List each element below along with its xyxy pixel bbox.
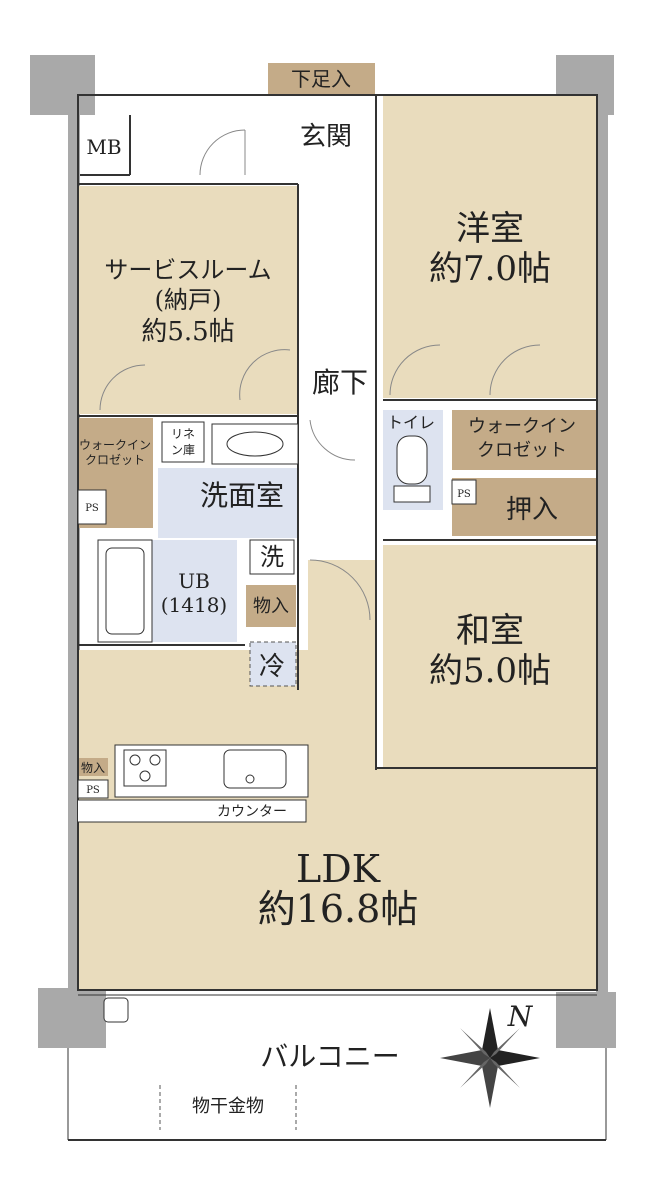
japanese-room[interactable] (383, 545, 597, 767)
sink-icon (223, 749, 287, 789)
western-room[interactable] (383, 95, 597, 398)
doors (99, 129, 541, 621)
storage-small-label: 物入 (81, 761, 105, 775)
balcony-label: バルコニー (260, 1040, 399, 1073)
north-label: N (507, 1000, 534, 1033)
ps-label-3: PS (86, 785, 100, 796)
western-name: 洋室 (456, 209, 524, 249)
kitchen-counter (78, 744, 309, 823)
oshiire-label: 押入 (506, 495, 558, 525)
linen-label2: ン庫 (171, 443, 195, 457)
bathtub-icon (97, 539, 153, 643)
service-room[interactable] (78, 186, 298, 414)
faucet-icon (103, 997, 129, 1023)
wic-right-label2: クロゼット (477, 440, 567, 461)
japanese-size: 約5.0帖 (429, 651, 551, 691)
ub-name: UB (178, 569, 210, 593)
laundry-label: 洗 (260, 543, 284, 571)
shoe-label: 下足入 (291, 67, 351, 91)
interior-walls (77, 94, 598, 991)
ub-size: (1418) (161, 593, 228, 617)
ldk-size: 約16.8帖 (258, 887, 419, 931)
labels: 下足入 玄関 MB 洋室 約7.0帖 サービスルーム (納戸) 約5.5帖 廊下… (77, 67, 576, 1117)
wash-name: 洗面室 (200, 479, 284, 512)
fridge-label: 冷 (259, 652, 285, 682)
western-size: 約7.0帖 (429, 249, 551, 289)
right-closet[interactable] (452, 410, 597, 470)
room-fills (78, 63, 597, 990)
toilet-icon (393, 435, 431, 503)
counter-label: カウンター (217, 804, 287, 820)
ps-label-1: PS (457, 489, 471, 500)
storage[interactable] (246, 585, 296, 627)
washbasin-icon (211, 423, 299, 465)
corridor-label: 廊下 (312, 366, 368, 399)
fridge-space (249, 641, 297, 687)
drying-label: 物干金物 (192, 1096, 264, 1117)
storage-label: 物入 (253, 596, 289, 617)
service-name: サービスルーム (104, 256, 271, 284)
linen-label1: リネ (171, 427, 195, 441)
ps-label-2: PS (85, 503, 99, 514)
wic-right-label1: ウォークイン (468, 416, 576, 437)
service-size: 約5.5帖 (141, 317, 234, 347)
compass-icon (440, 1008, 540, 1108)
stove-icon (123, 749, 167, 787)
balcony (67, 994, 607, 1141)
shoe-box[interactable] (268, 63, 375, 95)
wic-left-label1: ウォークイン (79, 438, 151, 452)
storage-small[interactable] (78, 758, 108, 776)
ldk-room[interactable] (78, 560, 597, 990)
service-name2: (納戸) (155, 286, 222, 314)
unit-bath[interactable] (152, 540, 237, 642)
mb-label: MB (86, 135, 121, 159)
ldk-name: LDK (296, 847, 381, 891)
wic-left-label2: クロゼット (85, 453, 145, 467)
japanese-name: 和室 (456, 611, 524, 651)
toilet-label: トイレ (387, 413, 435, 432)
entrance-label: 玄関 (300, 122, 352, 152)
washroom[interactable] (158, 468, 298, 538)
